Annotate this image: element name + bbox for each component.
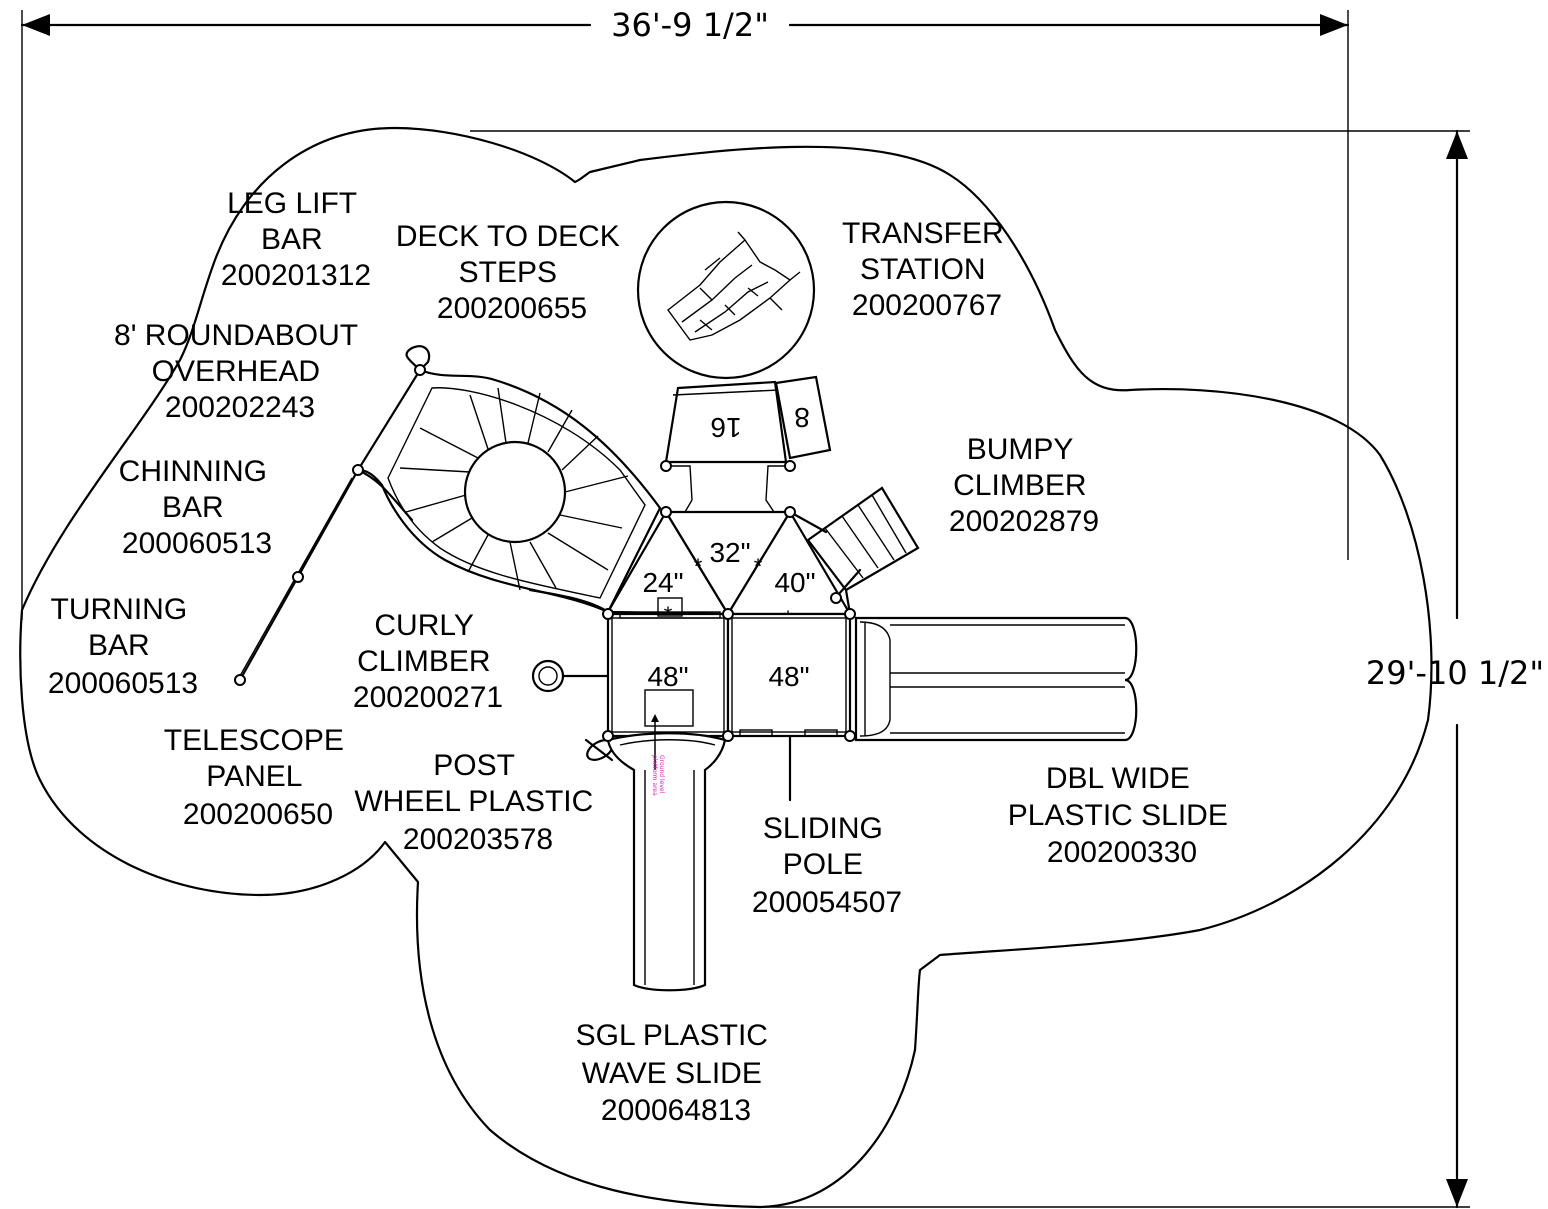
deck-height-48-left: 48" [647, 661, 688, 692]
svg-text:*: * [754, 554, 763, 579]
step-label-16: 16 [710, 412, 741, 443]
single-wave-slide: Ground level platform area [606, 714, 727, 992]
deck-height-24: 24" [642, 567, 683, 598]
square-decks: 48" 48" [606, 597, 852, 738]
svg-text:Ground level: Ground level [658, 755, 665, 794]
label-dbl-wide-plastic-slide: DBL WIDE PLASTIC SLIDE 200200330 [1008, 762, 1236, 869]
step-label-8: 8 [794, 402, 810, 433]
deck-height-32: 32" [709, 537, 750, 568]
label-curly-climber: CURLY CLIMBER 200200271 [353, 609, 503, 714]
label-transfer-station: TRANSFER STATION 200200767 [842, 217, 1012, 322]
label-leg-lift-bar: LEG LIFT BAR 200201312 [221, 187, 371, 292]
deck-to-deck-steps: 16 8 [664, 375, 832, 513]
svg-text:platform area: platform area [651, 755, 658, 796]
use-zone-outline [19, 126, 1433, 1209]
double-wide-slide [854, 616, 1138, 742]
label-post-wheel-plastic: POST WHEEL PLASTIC 200203578 [354, 749, 601, 856]
label-telescope-panel: TELESCOPE PANEL 200200650 [164, 724, 352, 831]
chinning-turning-bar [234, 464, 364, 686]
label-bumpy-climber: BUMPY CLIMBER 200202879 [949, 433, 1099, 538]
posts [414, 364, 856, 742]
deck-height-48-right: 48" [768, 661, 809, 692]
label-sgl-plastic-wave-slide: SGL PLASTIC WAVE SLIDE 200064813 [576, 1019, 777, 1127]
width-dimension: 36'-9 1/2" [20, 6, 1350, 620]
svg-text:*: * [694, 554, 703, 579]
depth-label: 29'-10 1/2" [1366, 654, 1544, 692]
curly-climber [531, 659, 610, 693]
label-chinning-bar: CHINNING BAR 200060513 [119, 455, 276, 560]
label-deck-to-deck-steps: DECK TO DECK STEPS 200200655 [396, 220, 628, 325]
deck-height-40: 40" [774, 567, 815, 598]
depth-dimension: 29'-10 1/2" [470, 129, 1544, 1209]
label-roundabout-overhead: 8' ROUNDABOUT OVERHEAD 200202243 [114, 319, 366, 424]
label-turning-bar: TURNING BAR 200060513 [48, 593, 198, 700]
triangle-decks: 32" 24" 40" * * * * [606, 509, 852, 631]
bumpy-climber [788, 486, 920, 616]
transfer-station [636, 200, 816, 380]
leg-lift-rail [528, 588, 610, 614]
width-label: 36'-9 1/2" [611, 6, 769, 44]
label-sliding-pole: SLIDING POLE 200054507 [752, 812, 902, 919]
component-labels: LEG LIFT BAR 200201312 DECK TO DECK STEP… [48, 187, 1236, 1127]
roundabout-overhead [356, 345, 662, 614]
